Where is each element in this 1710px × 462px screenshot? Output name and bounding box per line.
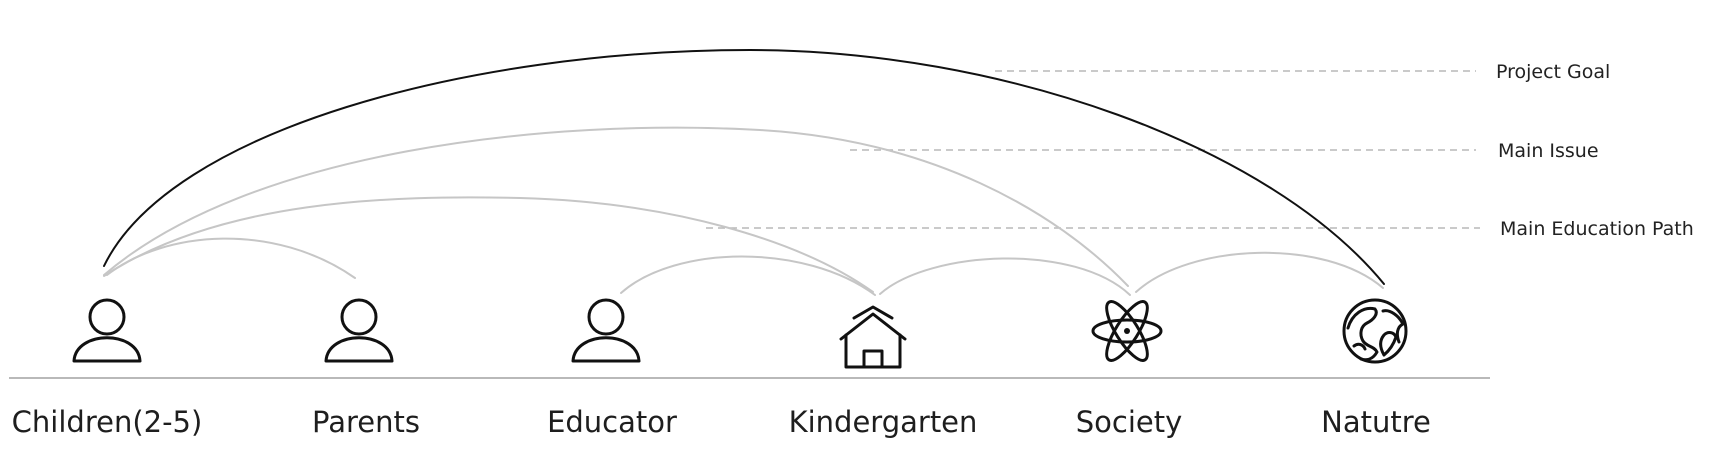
node-label-kindergarten: Kindergarten (789, 405, 978, 439)
arc-children-to-parents (106, 237, 356, 279)
node-label-nature: Natutre (1321, 405, 1431, 439)
arc-children-to-kindergarten (103, 196, 874, 293)
node-label-society: Society (1076, 405, 1183, 439)
project-goal-label: Project Goal (1496, 61, 1610, 83)
globe-icon (1342, 298, 1408, 364)
node-label-educator: Educator (547, 405, 677, 439)
person-icon (571, 298, 641, 363)
node-label-children: Children(2-5) (12, 405, 203, 439)
arc-educator-to-kindergarten (620, 255, 876, 296)
main-education-path-label: Main Education Path (1500, 218, 1694, 240)
school-icon (839, 305, 907, 369)
person-icon (324, 298, 394, 363)
arc-children-to-society (103, 126, 1129, 287)
arc-society-to-nature (1135, 251, 1384, 293)
atom-icon (1091, 300, 1163, 362)
arc-children-to-nature (103, 48, 1385, 285)
main-issue-label: Main Issue (1498, 140, 1599, 162)
arc-kindergarten-to-society (879, 257, 1131, 296)
person-icon (72, 298, 142, 363)
node-label-parents: Parents (312, 405, 420, 439)
